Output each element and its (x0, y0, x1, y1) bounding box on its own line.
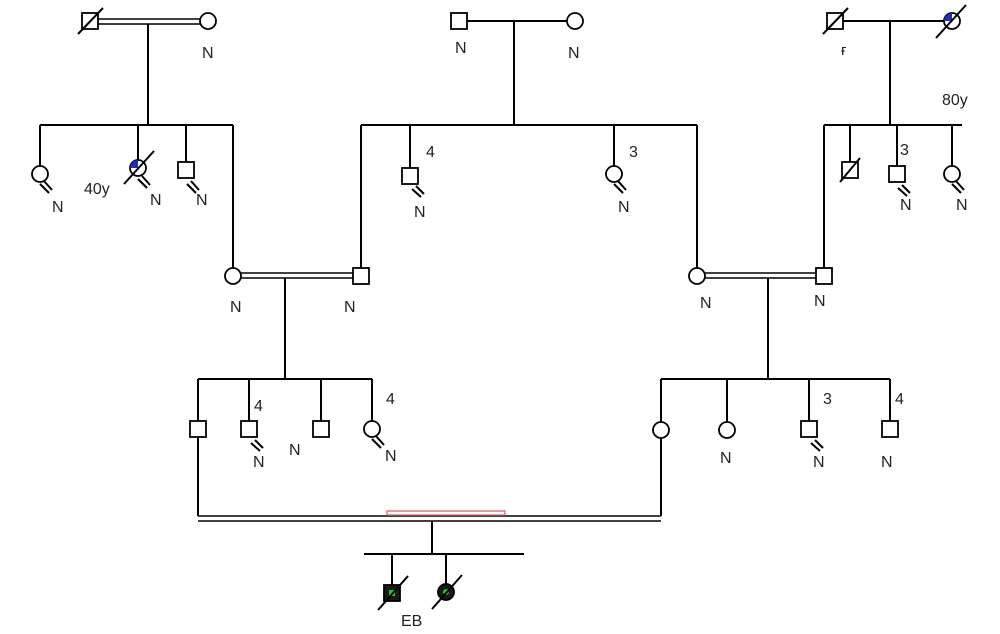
male-symbol-group (888, 165, 906, 183)
male-symbol (189, 420, 207, 438)
normal-label: N (385, 448, 397, 465)
male-symbol (177, 161, 195, 179)
sibling-count: 3 (823, 391, 832, 408)
female-symbol (31, 165, 49, 183)
male-symbol (312, 420, 330, 438)
sibling-count: 3 (900, 142, 909, 159)
consanguinity-marker (386, 510, 506, 516)
deceased-slash (822, 7, 849, 35)
sibling-count: 4 (254, 398, 263, 415)
unknown-mark: ғ (841, 42, 847, 59)
male-symbol-group (401, 167, 419, 185)
sibship-middle-gen2: 4 N 3 N (360, 124, 698, 268)
subject-arrow (43, 180, 53, 191)
sibling-count: 3 (629, 144, 638, 161)
couple-left-gen2: N N (224, 267, 370, 379)
male-symbol (352, 267, 370, 285)
male-symbol-group (881, 420, 899, 438)
female-symbol (566, 12, 584, 30)
normal-label: N (150, 192, 162, 209)
female-symbol-group (605, 165, 623, 183)
consanguineous-marriage (198, 510, 661, 554)
male-symbol (815, 267, 833, 285)
deceased-slash (77, 7, 104, 35)
male-symbol-group (800, 420, 818, 438)
normal-label: N (344, 299, 356, 316)
sibship-left-gen3: 4 N N 4 N (189, 378, 397, 516)
deceased-slash (123, 150, 155, 185)
sibship-left-gen2: N 40y N N (31, 124, 234, 268)
normal-label: N (230, 299, 242, 316)
couple-right-gen1: ғ 80y (822, 4, 968, 125)
age-label: 80y (942, 92, 968, 109)
sibship-right-gen3: N 3 N 4 N (652, 378, 904, 516)
couple-right-gen2: N N (688, 267, 833, 379)
female-symbol (688, 267, 706, 285)
female-symbol-group (363, 420, 381, 438)
normal-label: N (720, 450, 732, 467)
sibling-count: 4 (895, 391, 904, 408)
carrier-quadrant (130, 160, 138, 168)
normal-label: N (289, 442, 301, 459)
proband-label: EB (401, 613, 422, 630)
age-label: 40y (84, 181, 110, 198)
male-symbol-group (240, 420, 258, 438)
normal-label: N (196, 192, 208, 209)
male-symbol (450, 12, 468, 30)
normal-label: N (568, 45, 580, 62)
normal-label: N (253, 454, 265, 471)
sibling-count: 4 (386, 391, 395, 408)
female-symbol (199, 12, 217, 30)
normal-label: N (900, 197, 912, 214)
deceased-slash (377, 575, 409, 611)
normal-label: N (52, 199, 64, 216)
sibship-gen4: EB (364, 553, 524, 630)
couple-left-gen1: N (77, 7, 217, 125)
deceased-slash (935, 4, 967, 39)
sibship-right-gen2: 3 N N (823, 124, 968, 268)
female-symbol (652, 421, 670, 439)
normal-label: N (881, 454, 893, 471)
normal-label: N (814, 293, 826, 310)
normal-label: N (414, 204, 426, 221)
normal-label: N (700, 295, 712, 312)
normal-label: N (956, 197, 968, 214)
normal-label: N (813, 454, 825, 471)
normal-label: N (618, 199, 630, 216)
normal-label: N (455, 40, 467, 57)
sibling-count: 4 (426, 144, 435, 161)
carrier-quadrant (944, 13, 952, 21)
normal-label: N (202, 45, 214, 62)
female-symbol (224, 267, 242, 285)
deceased-slash (431, 574, 463, 610)
female-symbol (943, 165, 961, 183)
female-symbol (718, 421, 736, 439)
couple-middle-gen1: N N (450, 12, 584, 125)
